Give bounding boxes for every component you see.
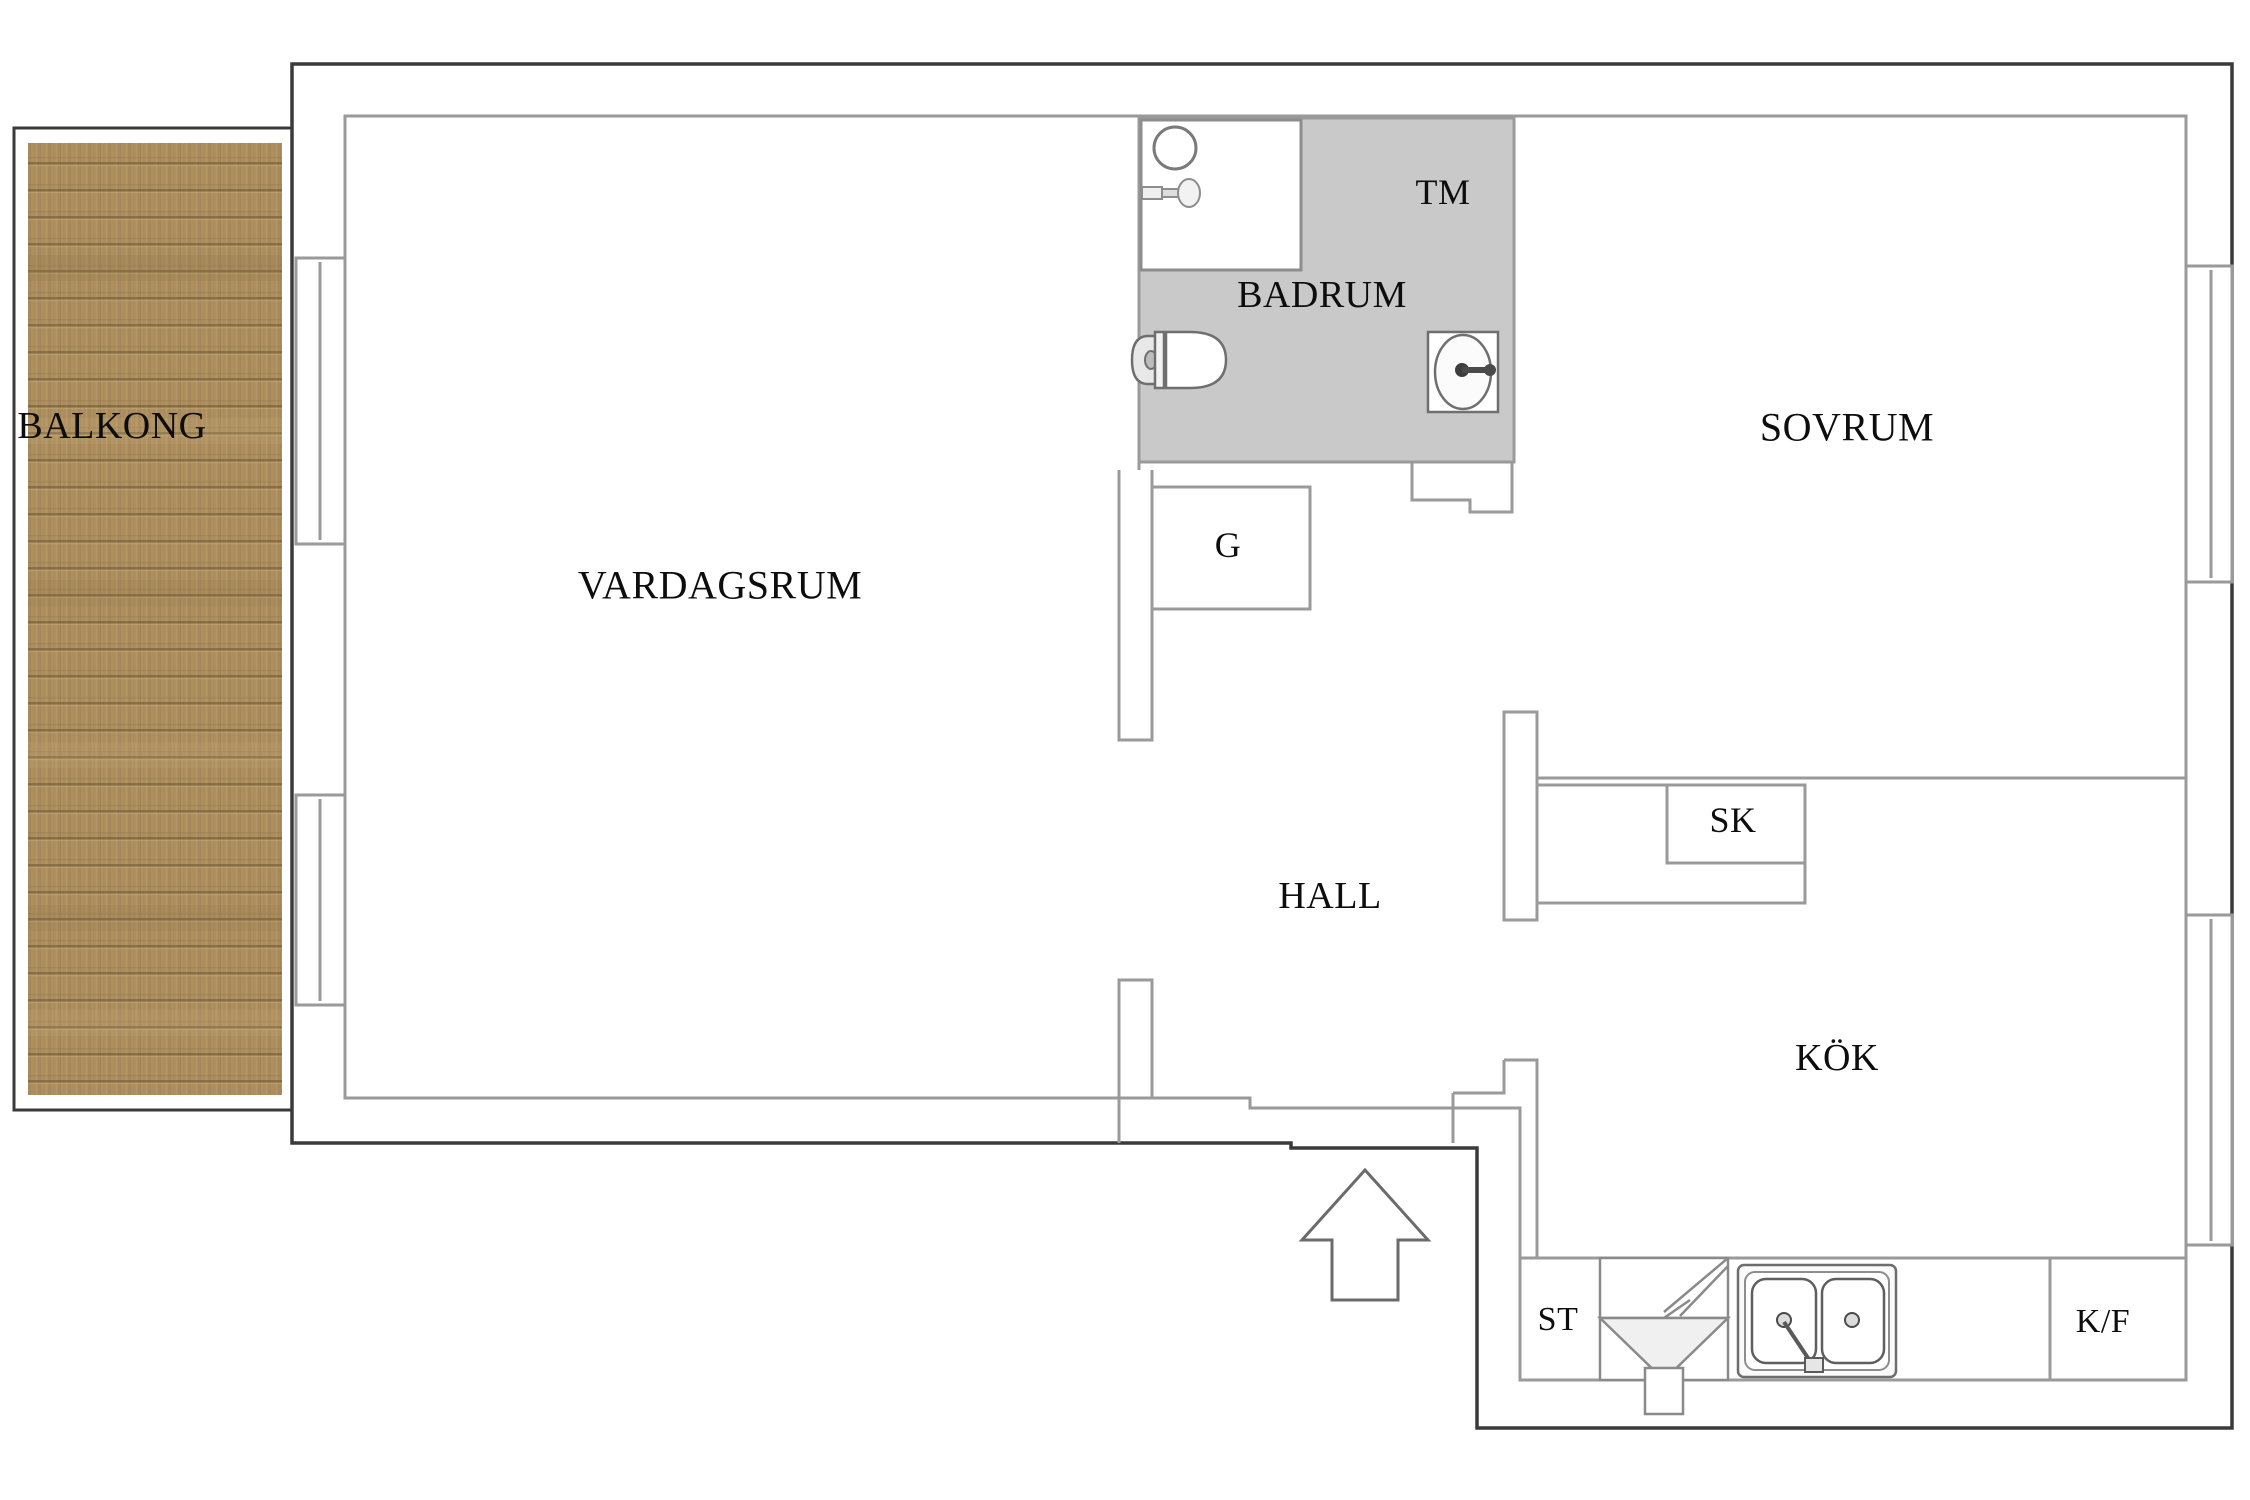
balcony-plank-shade [28, 580, 282, 606]
sk-closet [1535, 783, 1807, 905]
balcony-plank-shade [28, 1010, 282, 1036]
balcony-plank-shade [28, 418, 282, 444]
window[interactable] [2184, 264, 2234, 584]
window[interactable] [2184, 913, 2234, 1247]
balcony-door[interactable] [294, 256, 347, 546]
faucet-icon [1141, 178, 1201, 208]
drain-icon [1152, 125, 1198, 171]
balcony-area [12, 126, 298, 1112]
balcony-plank-shade [28, 905, 282, 931]
balcony-plank-shade [28, 742, 282, 768]
balcony-decking [28, 143, 282, 1095]
kitchen-sink-icon [1736, 1263, 1898, 1379]
kok-entry-jamb [1453, 1060, 1506, 1095]
entrance-arrow-icon [1298, 1167, 1432, 1302]
hall-partition-wall [1117, 470, 1154, 742]
partition-block [1117, 978, 1154, 1100]
balcony-door[interactable] [294, 793, 347, 1007]
sovrum-door-jamb [1410, 462, 1514, 514]
badrum-room [1130, 116, 1516, 464]
g-closet [1150, 485, 1312, 611]
balcony-plank-shade [28, 255, 282, 281]
toilet-icon [1130, 330, 1228, 390]
sovrum-kok-partition [1502, 710, 1539, 922]
stove-icon [1596, 1256, 1732, 1416]
washbasin-icon [1426, 330, 1500, 414]
